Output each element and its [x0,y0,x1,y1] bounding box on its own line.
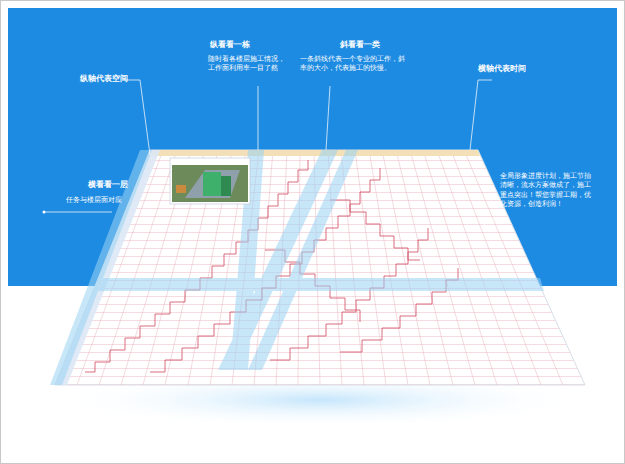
callout-heading: 横看看一层 [88,180,128,191]
callout-note: 全局形象进度计划，施工节拍清晰，流水方案做成了，施工重点突出！帮您掌握工期，优化… [500,172,596,210]
callout-heading: 纵看看一栋 [210,40,250,51]
callout-note: 随时看各楼层施工情况，工作面利用率一目了然 [208,55,290,74]
callout-heading: 横轴代表时间 [478,64,526,75]
callout-heading: 斜看看一类 [340,40,380,51]
callout-heading: 纵轴代表空间 [80,74,128,85]
callout-note: 任务与楼层面对应 [66,196,146,205]
callout-note: 一条斜线代表一个专业的工作，斜率的大小，代表施工的快慢。 [300,55,408,74]
